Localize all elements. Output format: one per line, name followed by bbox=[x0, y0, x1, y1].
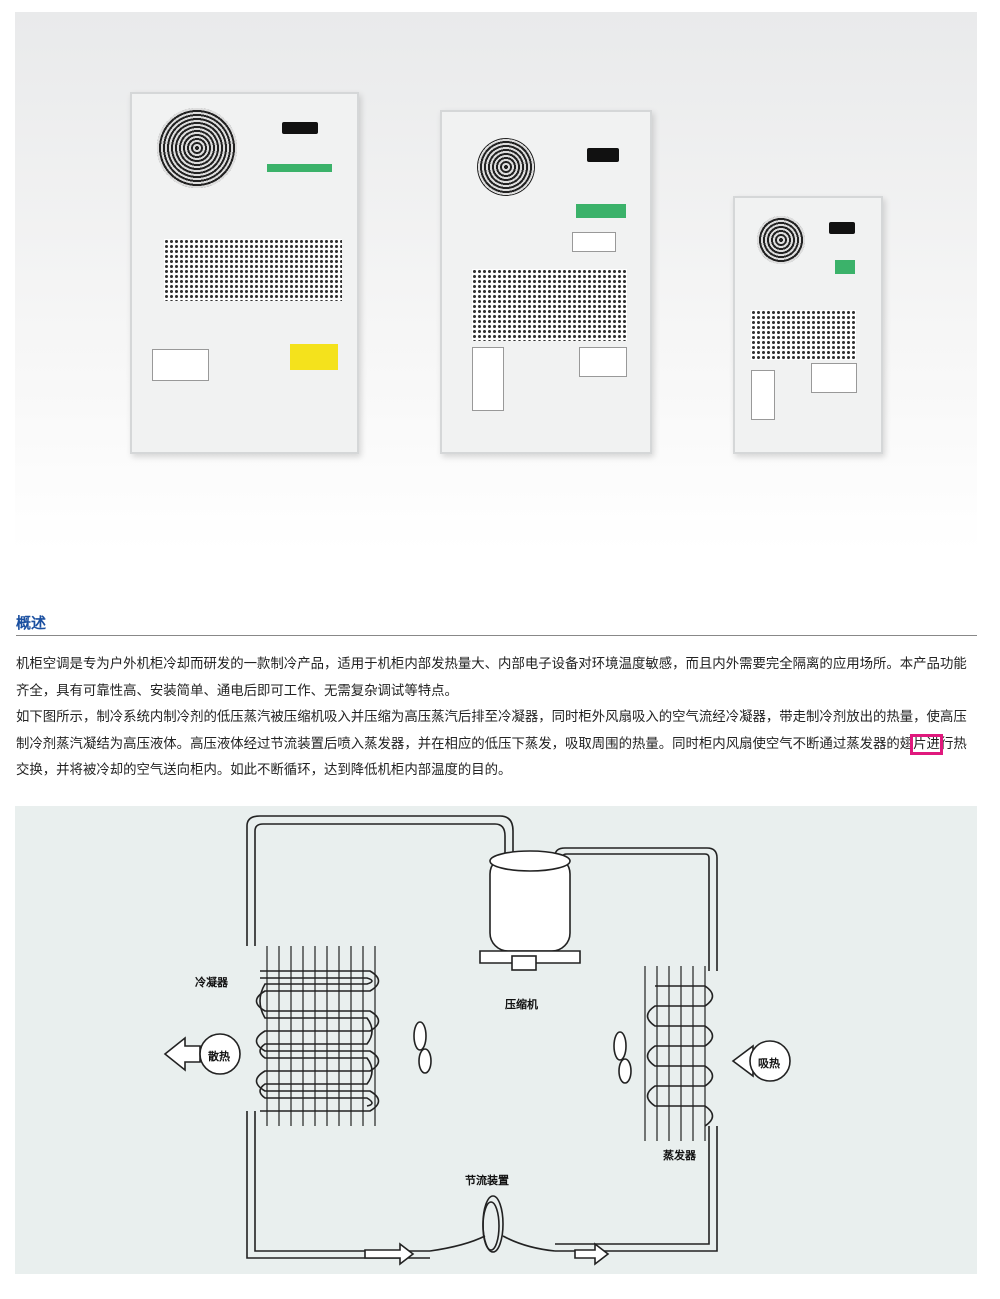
condenser-label: 冷凝器 bbox=[195, 976, 228, 989]
cycle-piping bbox=[163, 815, 791, 1266]
fan-icon bbox=[757, 216, 805, 264]
text: 如下图所示，制冷系统内制冷剂的低压蒸汽被压缩机吸入并压缩为高压蒸汽后排至冷凝器，… bbox=[16, 710, 967, 752]
compressor bbox=[479, 850, 581, 971]
fan-icon bbox=[157, 108, 237, 188]
intro-paragraph: 机柜空调是专为户外机柜冷却而研发的一款制冷产品，适用于机柜内部发热量大、内部电子… bbox=[16, 657, 967, 699]
cabinet-ac-large bbox=[130, 92, 359, 454]
heat-release-label: 散热 bbox=[208, 1050, 230, 1063]
compressor-label: 压缩机 bbox=[505, 998, 538, 1011]
highlighted-text: 片进 bbox=[910, 733, 943, 755]
text: 行热交换，并将被冷却的空气送向柜内。如此不断循环，达到降低机柜内部温度的目的。 bbox=[16, 736, 967, 779]
condenser-coil bbox=[255, 946, 380, 1126]
refrigeration-cycle-diagram: 冷凝器 散热 压缩机 吸热 蒸发器 节流装置 bbox=[15, 806, 977, 1274]
product-photo bbox=[15, 12, 977, 552]
flow-arrow bbox=[364, 1242, 610, 1266]
air-arrow-out bbox=[163, 1033, 241, 1075]
throttle-label: 节流装置 bbox=[465, 1174, 509, 1187]
heat-absorb-label: 吸热 bbox=[758, 1057, 780, 1070]
throttle-capillary bbox=[429, 1195, 556, 1253]
cabinet-ac-small bbox=[733, 196, 883, 454]
evaporator-coil bbox=[644, 966, 714, 1141]
cabinet-ac-medium bbox=[440, 110, 652, 454]
principle-paragraph: 如下图所示，制冷系统内制冷剂的低压蒸汽被压缩机吸入并压缩为高压蒸汽后排至冷凝器，… bbox=[16, 705, 978, 785]
fan-icon bbox=[413, 1021, 632, 1084]
divider bbox=[16, 635, 977, 636]
air-arrow-in bbox=[731, 1040, 791, 1082]
section-title: 概述 bbox=[16, 614, 47, 632]
fan-icon bbox=[477, 138, 535, 196]
evaporator-label: 蒸发器 bbox=[663, 1149, 696, 1162]
